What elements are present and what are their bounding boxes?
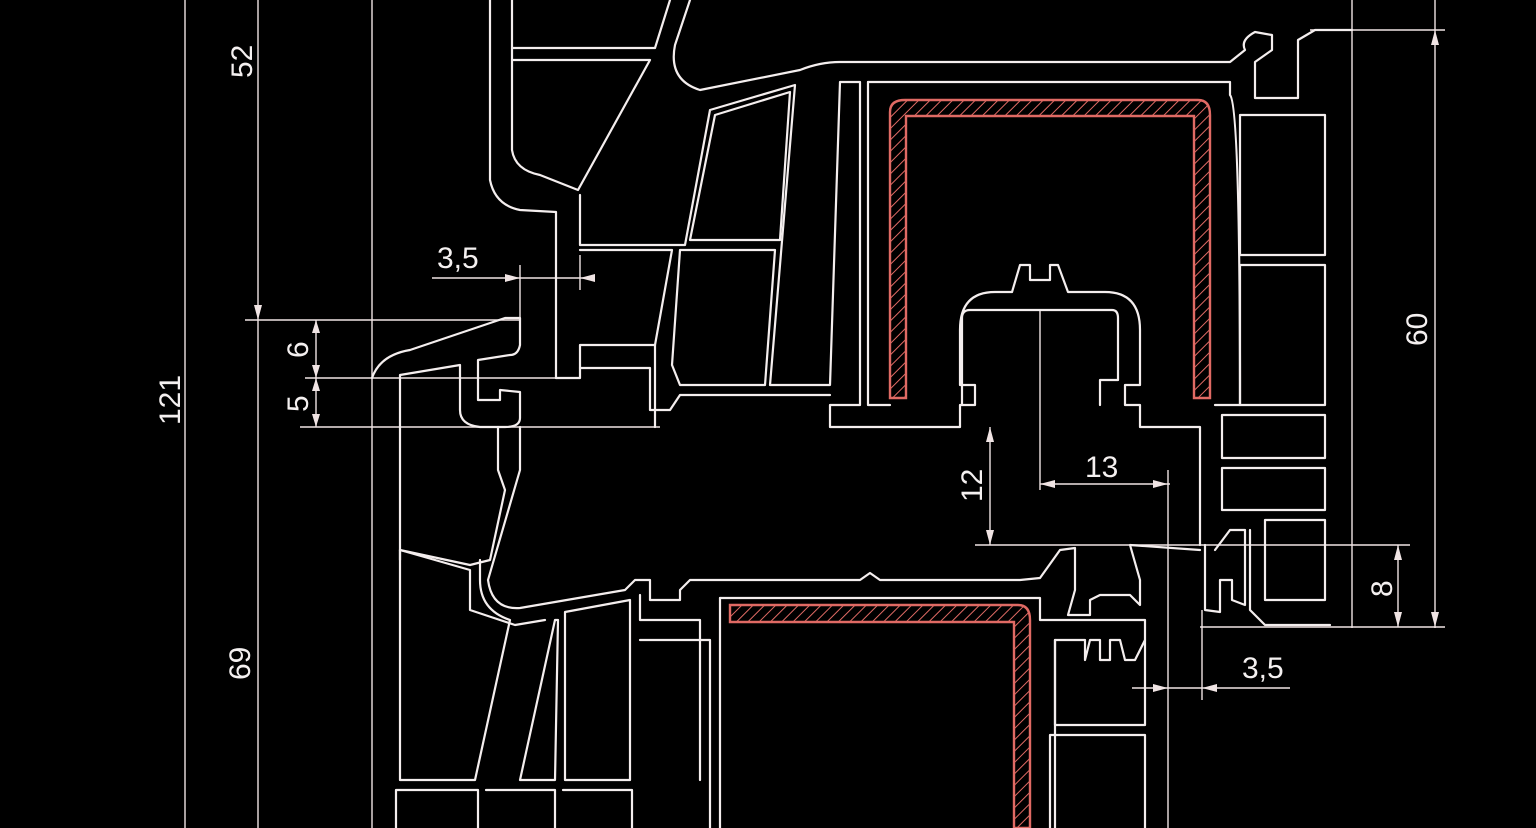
dim-52: 52 bbox=[226, 45, 259, 78]
lower-steel-reinforcement bbox=[728, 603, 1032, 828]
dim-3-5-top: 3,5 bbox=[437, 242, 479, 275]
dim-69: 69 bbox=[224, 647, 257, 680]
dim-5: 5 bbox=[282, 395, 315, 412]
dimension-lines bbox=[184, 0, 1445, 828]
dim-8: 8 bbox=[1366, 580, 1399, 597]
dim-3-5-bottom: 3,5 bbox=[1242, 652, 1284, 685]
dim-121: 121 bbox=[154, 375, 187, 425]
dim-12: 12 bbox=[956, 469, 989, 502]
profile-outline bbox=[370, 0, 1354, 828]
dim-6: 6 bbox=[282, 341, 315, 358]
dim-60: 60 bbox=[1401, 313, 1434, 346]
dim-13: 13 bbox=[1085, 451, 1118, 484]
upper-steel-reinforcement bbox=[888, 98, 1212, 400]
